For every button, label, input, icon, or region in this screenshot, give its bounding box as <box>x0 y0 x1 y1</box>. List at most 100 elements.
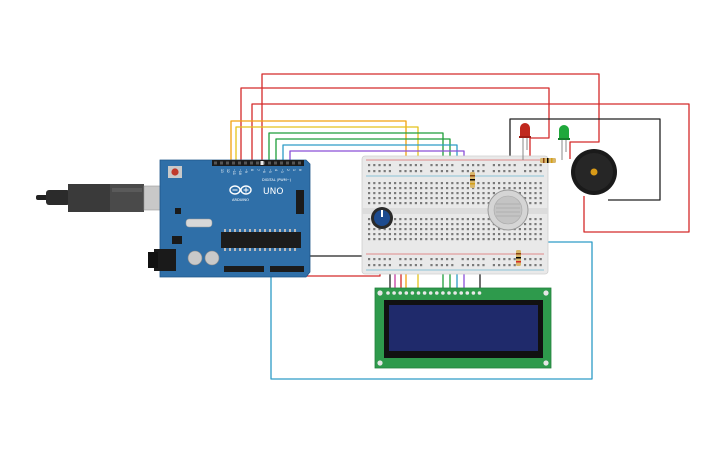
breadboard-hole <box>524 228 527 231</box>
breadboard-hole <box>383 228 386 231</box>
breadboard-hole <box>446 192 449 195</box>
breadboard-hole <box>425 192 428 195</box>
breadboard-hole <box>539 258 542 261</box>
red-led-icon[interactable] <box>519 123 531 160</box>
breadboard-hole <box>404 228 407 231</box>
green-led-icon[interactable] <box>558 125 570 160</box>
breadboard-hole <box>529 223 532 226</box>
breadboard-hole <box>404 258 407 261</box>
lcd-16x2-icon[interactable] <box>374 287 552 369</box>
breadboard-hole <box>477 164 480 167</box>
breadboard-hole <box>373 258 376 261</box>
breadboard-hole <box>534 182 537 185</box>
breadboard-hole <box>482 197 485 200</box>
breadboard-hole <box>466 228 469 231</box>
breadboard-hole <box>383 197 386 200</box>
breadboard-hole <box>498 164 501 167</box>
digital-label: DIGITAL (PWM~) <box>262 178 292 182</box>
breadboard-hole <box>409 258 412 261</box>
breadboard-hole <box>388 182 391 185</box>
breadboard-hole <box>414 170 417 173</box>
buzzer-icon[interactable] <box>571 149 617 195</box>
breadboard-hole <box>472 223 475 226</box>
breadboard-hole <box>425 228 428 231</box>
breadboard-hole <box>472 264 475 267</box>
breadboard-hole <box>461 170 464 173</box>
lcd-pin <box>398 291 403 295</box>
breadboard-hole <box>414 182 417 185</box>
red-wire-2[interactable] <box>240 87 550 164</box>
breadboard-hole <box>378 192 381 195</box>
breadboard-hole <box>513 187 516 190</box>
breadboard-hole <box>524 233 527 236</box>
breadboard-hole <box>399 202 402 205</box>
breadboard-hole <box>539 182 542 185</box>
breadboard-hole <box>414 187 417 190</box>
breadboard-hole <box>399 238 402 241</box>
breadboard-hole <box>373 192 376 195</box>
breadboard-hole <box>440 258 443 261</box>
breadboard-hole <box>539 202 542 205</box>
breadboard-hole <box>487 182 490 185</box>
breadboard-hole <box>383 170 386 173</box>
breadboard-hole <box>518 228 521 231</box>
gas-sensor-icon[interactable] <box>487 189 529 231</box>
breadboard-hole <box>373 182 376 185</box>
potentiometer-icon[interactable] <box>371 207 393 229</box>
blue-wire-sensor[interactable] <box>270 241 593 380</box>
breadboard-hole <box>430 264 433 267</box>
breadboard-hole <box>498 187 501 190</box>
breadboard-hole <box>492 182 495 185</box>
breadboard-hole <box>461 187 464 190</box>
breadboard-hole <box>451 264 454 267</box>
breadboard-hole <box>399 233 402 236</box>
black-wire-buzzer[interactable] <box>509 118 661 201</box>
breadboard-hole <box>461 192 464 195</box>
breadboard-hole <box>503 182 506 185</box>
digital-pin-label: 1 <box>292 169 296 171</box>
breadboard-hole <box>378 228 381 231</box>
red-wire-3[interactable] <box>251 103 690 233</box>
breadboard-hole <box>404 170 407 173</box>
breadboard-hole <box>477 233 480 236</box>
breadboard-hole <box>435 202 438 205</box>
breadboard-hole <box>404 223 407 226</box>
breadboard-hole <box>435 182 438 185</box>
breadboard-hole <box>388 164 391 167</box>
breadboard-hole <box>492 170 495 173</box>
breadboard-hole <box>399 187 402 190</box>
breadboard-hole <box>368 192 371 195</box>
breadboard-hole <box>435 238 438 241</box>
breadboard-hole <box>383 264 386 267</box>
breadboard-hole <box>513 170 516 173</box>
breadboard-hole <box>466 170 469 173</box>
breadboard-hole <box>420 223 423 226</box>
breadboard-hole <box>451 202 454 205</box>
digital-pin-label: ~9 <box>244 169 248 173</box>
breadboard-hole <box>482 192 485 195</box>
breadboard-hole <box>461 258 464 261</box>
breadboard-hole <box>435 192 438 195</box>
red-wire-1[interactable] <box>261 73 600 164</box>
breadboard-hole <box>383 238 386 241</box>
breadboard-hole <box>388 258 391 261</box>
lcd-pin <box>447 291 451 295</box>
breadboard-hole <box>477 187 480 190</box>
breadboard-hole <box>508 164 511 167</box>
breadboard-hole <box>472 238 475 241</box>
breadboard-hole <box>383 233 386 236</box>
breadboard-hole <box>482 164 485 167</box>
breadboard-hole <box>513 233 516 236</box>
breadboard-icon[interactable] <box>361 155 549 275</box>
breadboard-hole <box>378 258 381 261</box>
breadboard-hole <box>409 264 412 267</box>
breadboard-hole <box>373 264 376 267</box>
lcd-pin <box>428 291 433 295</box>
breadboard-hole <box>399 182 402 185</box>
breadboard-hole <box>404 187 407 190</box>
breadboard-hole <box>492 264 495 267</box>
breadboard-hole <box>451 164 454 167</box>
